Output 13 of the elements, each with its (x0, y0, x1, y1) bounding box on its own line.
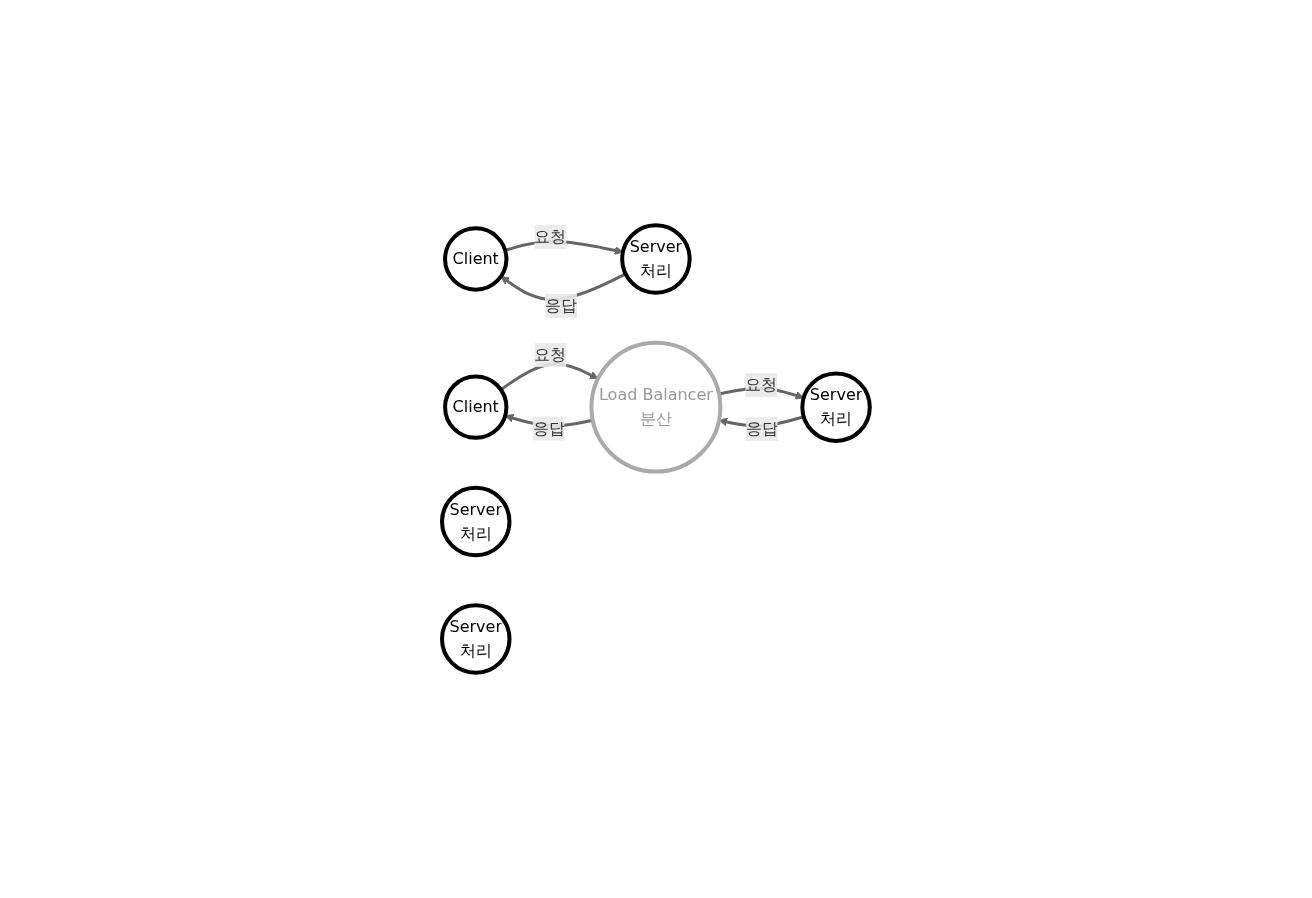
edge-label: 요청 (534, 345, 567, 365)
node-circle: Server 처리 (800, 371, 872, 443)
edge-label: 응답 (745, 419, 778, 439)
node-circle: Server 처리 (440, 603, 512, 675)
edge-label: 요청 (534, 227, 567, 247)
node-circle: Server 처리 (620, 223, 692, 295)
edge-label: 요청 (745, 375, 778, 395)
edge-label: 응답 (532, 418, 565, 438)
node-circle: Server 처리 (440, 485, 512, 558)
edge-label: 응답 (545, 296, 578, 315)
node-circle: Client (443, 374, 509, 440)
node-circle: Load Balancer 분산 (589, 340, 723, 474)
node-circle: Client (443, 226, 509, 292)
